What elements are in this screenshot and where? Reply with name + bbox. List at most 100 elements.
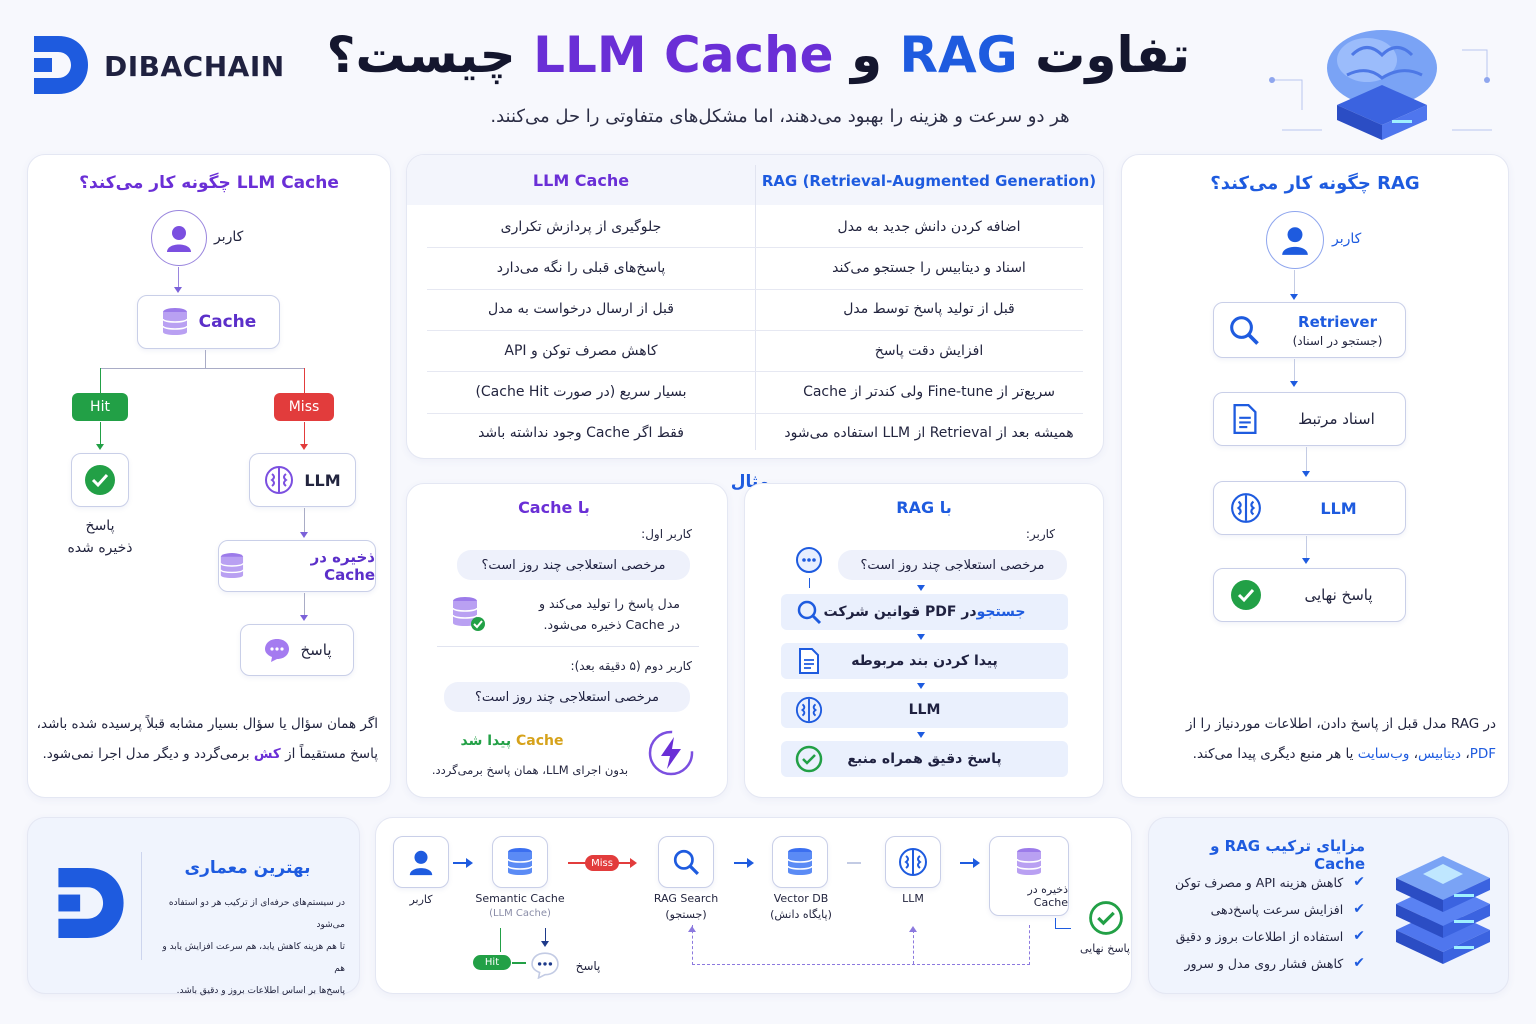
table-cell-rag: اسناد و دیتابیس را جستجو می‌کند [832,259,1026,276]
benefit-item: ✔ افزایش سرعت پاسخ‌دهی [1165,901,1365,917]
pipeline-store-label: ذخیره در Cache [1027,883,1068,909]
rag-search-node [658,836,714,888]
note-highlight-cache: کش [253,746,281,762]
pipeline-user-node [393,836,449,888]
table-cell-cache: جلوگیری از پردازش تکراری [500,218,662,235]
saved-answer-line1: پاسخ [85,518,115,534]
answer-node-left-label: پاسخ [300,641,332,659]
llm-node-left: LLM [249,453,356,507]
server-stack-illustration [1388,842,1498,972]
dibachain-logo-icon [58,868,124,938]
pipeline-answer-bubble [528,950,562,980]
rag-user-label: کاربر: [1025,527,1055,541]
saved-answer-line2: ذخیره شده [67,540,133,556]
benefit-text: افزایش سرعت پاسخ‌دهی [1210,901,1344,917]
pipeline-return-path [692,925,1030,965]
brand-logo [32,34,90,96]
best-arch-title: بهترین معماری [184,858,311,878]
pipeline-store-node: ذخیره در Cache [989,836,1069,916]
pipeline-answer-label: پاسخ [575,959,601,973]
retriever-node: Retriever (جستجو در اسناد) [1213,302,1406,358]
hit-badge: Hit [72,393,128,421]
llm-cache-note-line1: اگر همان سؤال یا سؤال بسیار مشابه قبلاً … [36,716,378,732]
model-store-text: مدل پاسخ را تولید می‌کند و در Cache ذخیر… [500,593,680,635]
checkmark-icon: ✔ [1353,874,1365,890]
rag-search-sub: (جستجو) [665,908,707,921]
table-cell-rag: سریع‌تر از Fine-tune ولی کندتر از Cache [803,383,1055,400]
table-cell-rag: قبل از تولید پاسخ توسط مدل [843,301,1015,318]
rag-step-answer: پاسخ دقیق همراه منبع [781,741,1068,777]
chat-bubble-icon [796,547,822,573]
check-circle-icon [1089,901,1123,935]
cache-node-label: Cache [198,312,257,332]
user-avatar-right [1266,211,1324,269]
rag-step-search-rest: در PDF قوانین شرکت [823,604,977,620]
benefit-item: ✔استفاده از اطلاعات بروز و دقیق [1165,928,1365,944]
saved-answer-node [71,453,129,507]
checkmark-icon: ✔ [1353,955,1365,971]
best-arch-line3: پاسخ‌ها بر اساس اطلاعات بروز و دقیق باشد… [176,986,345,996]
user-icon [409,850,433,876]
pipeline-llm-label: LLM [902,892,924,905]
retriever-label: Retriever [1298,312,1377,331]
pipeline-hit-badge: Hit [473,955,511,970]
note-rest: یا هر منبع دیگری پیدا می‌کند. [1192,746,1358,762]
benefit-item: ✔کاهش هزینه API و مصرف توکن [1165,874,1365,890]
related-docs-label: اسناد مرتبط [1298,410,1375,428]
table-cell-rag: افزایش دقت پاسخ [874,342,984,359]
pipeline-user-label: کاربر [409,893,433,906]
brain-icon [265,466,294,494]
cache-example-title: با Cache [518,498,590,517]
brain-icon [795,696,823,724]
second-user-question: مرخصی استعلاجی چند روز است؟ [444,682,690,712]
rag-panel [1121,154,1509,798]
cache-example-card [406,483,728,798]
checkmark-icon: ✔ [1353,901,1365,917]
rag-step-find: پیدا کردن بند مربوطه [781,643,1068,679]
store-in-cache-label: ذخیره در Cache [310,548,375,584]
semantic-cache-label: Semantic Cache [475,892,565,905]
cache-found-word: Cache [515,733,564,749]
document-icon [799,648,819,674]
store-in-cache-node: ذخیره در Cache [218,540,376,592]
second-user-label: کاربر دوم (۵ دقیقه بعد): [570,659,692,673]
title-part-a: تفاوت [1017,26,1190,84]
pipeline-final-check-wrap [1086,898,1126,938]
brain-icon [899,848,927,876]
semantic-cache-sub: (LLM Cache) [489,908,551,919]
title-and: و [833,26,900,84]
search-icon [1230,316,1259,345]
rag-panel-title: RAG چگونه کار می‌کند؟ [1210,173,1420,194]
retriever-sublabel: (جستجو در اسناد) [1292,333,1383,348]
cache-found-rest: پیدا شد [460,733,516,749]
note-sep: ، [1461,746,1470,762]
chat-bubble-icon [264,639,289,662]
rag-step-llm: LLM [781,692,1068,728]
note-highlight-db: دیتابیس [1418,746,1462,762]
rag-note: در RAG مدل قبل از پاسخ دادن، اطلاعات مور… [1134,709,1496,769]
database-icon [787,848,813,875]
llm-cache-note: اگر همان سؤال یا سؤال بسیار مشابه قبلاً … [36,709,378,769]
note-highlight-pdf: PDF [1469,746,1496,762]
check-icon-wrap [794,745,824,773]
best-architecture-card [27,817,360,994]
database-icon [161,308,188,335]
miss-badge: Miss [274,393,334,421]
semantic-cache-node [492,836,548,888]
dibachain-logo-icon [34,36,88,94]
rag-step-search-verb: جستجو [976,604,1026,620]
best-arch-logo [56,863,126,943]
document-icon-wrap [796,647,822,675]
benefits-title: مزایای ترکیب RAG و Cache [1210,837,1365,873]
note-sep: ، [1409,746,1419,762]
database-icon [507,848,533,875]
user-label-right: کاربر [1332,231,1362,247]
llm-node-right-label: LLM [1320,498,1357,518]
note-text: پاسخ مستقیماً از [280,746,378,762]
model-store-line2: در Cache ذخیره می‌شود. [543,617,681,632]
brain-server-illustration [1262,20,1502,152]
rag-chat-icon-wrap [793,545,825,577]
vector-db-node [772,836,828,888]
brain-server-icon [1269,30,1492,140]
database-check-icon [452,597,485,631]
